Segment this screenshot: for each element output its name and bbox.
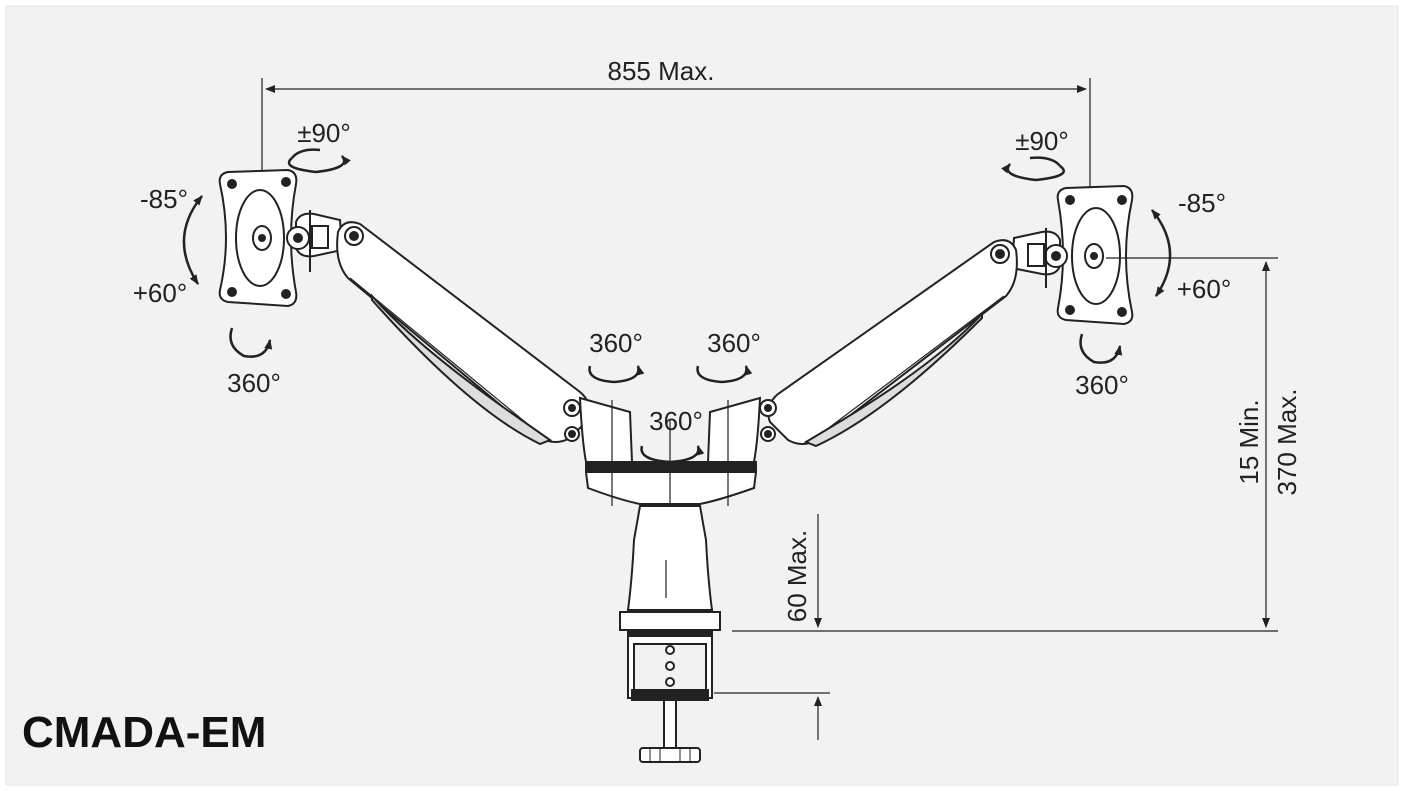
right-tilt-down-label: +60° — [1177, 274, 1232, 304]
right-arm — [759, 239, 1018, 448]
center-swivel-label: 360° — [649, 406, 703, 436]
left-rotate-label: ±90° — [297, 118, 351, 148]
left-tilt-down-label: +60° — [133, 278, 188, 308]
right-vesa-plate — [1056, 184, 1134, 326]
right-tilt-up-label: -85° — [1178, 188, 1226, 218]
left-vesa-plate — [218, 168, 298, 308]
width-max-label: 855 Max. — [608, 56, 715, 86]
clamp-dimension — [714, 514, 830, 740]
right-rotate-label: ±90° — [1015, 126, 1069, 156]
left-arm — [336, 221, 591, 446]
right-tilt-joint — [1010, 228, 1068, 288]
pole — [619, 505, 721, 631]
rotation-arrows — [182, 148, 1172, 464]
height-min-label: 15 Min. — [1234, 399, 1264, 484]
right-arm-swivel-label: 360° — [707, 328, 761, 358]
center-hub — [578, 396, 762, 506]
height-max-label: 370 Max. — [1272, 389, 1302, 496]
left-arm-swivel-label: 360° — [589, 328, 643, 358]
height-dimension — [732, 257, 1278, 632]
left-swivel-label: 360° — [227, 368, 281, 398]
desk-clamp — [627, 629, 713, 763]
model-name: CMADA-EM — [22, 708, 267, 757]
left-tilt-up-label: -85° — [140, 184, 188, 214]
right-swivel-label: 360° — [1075, 370, 1129, 400]
background-panel — [5, 5, 1399, 786]
clamp-max-label: 60 Max. — [782, 530, 812, 623]
